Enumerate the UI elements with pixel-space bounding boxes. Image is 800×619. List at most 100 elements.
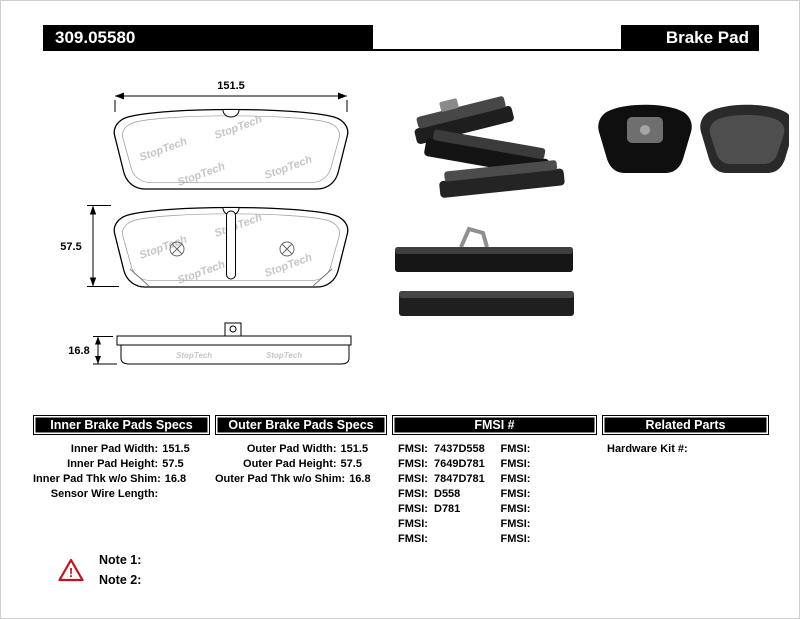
fmsi-label: FMSI: <box>398 518 428 530</box>
spec-row: Inner Pad Height: 57.5 <box>33 457 210 472</box>
fmsi-body: FMSI: 7437D558 FMSI: FMSI: 7649D781 FMSI: … <box>392 435 597 547</box>
spec-label: Outer Pad Thk w/o Shim: <box>215 473 346 485</box>
spec-value: 16.8 <box>349 473 371 485</box>
inner-specs-header: Inner Brake Pads Specs <box>33 415 210 435</box>
fmsi-label: FMSI: <box>398 503 428 515</box>
fmsi-value: 7437D558 <box>434 443 485 455</box>
fmsi-row: FMSI: D781 FMSI: <box>392 502 597 517</box>
spec-row: Outer Pad Height: 57.5 <box>215 457 387 472</box>
related-parts-body: Hardware Kit #: <box>602 435 769 457</box>
spec-label: Inner Pad Width: <box>70 443 159 455</box>
fmsi-row: FMSI: 7437D558 FMSI: <box>392 442 597 457</box>
notes-section: ! Note 1: Note 2: <box>58 550 141 590</box>
related-part-row: Hardware Kit #: <box>602 442 769 457</box>
fmsi-label: FMSI: <box>500 473 531 485</box>
spec-row: Sensor Wire Length: <box>33 487 210 502</box>
svg-text:StopTech: StopTech <box>213 113 264 141</box>
spec-value: 57.5 <box>162 458 184 470</box>
svg-text:StopTech: StopTech <box>176 160 227 188</box>
svg-text:StopTech: StopTech <box>138 233 189 261</box>
warning-icon: ! <box>58 558 84 582</box>
svg-text:StopTech: StopTech <box>176 258 227 286</box>
outer-specs-header: Outer Brake Pads Specs <box>215 415 387 435</box>
spec-label: Sensor Wire Length: <box>50 488 159 500</box>
spec-label: Inner Pad Height: <box>67 458 159 470</box>
svg-text:!: ! <box>69 565 73 580</box>
friction-edge <box>120 344 350 365</box>
fmsi-label: FMSI: <box>398 443 428 455</box>
surface-marks <box>169 241 295 257</box>
product-photos <box>395 96 789 316</box>
svg-text:StopTech: StopTech <box>263 153 314 181</box>
svg-text:StopTech: StopTech <box>138 135 189 163</box>
fmsi-row: FMSI: FMSI: <box>392 532 597 547</box>
dimension-height <box>87 205 119 287</box>
fmsi-value: 7847D781 <box>434 473 485 485</box>
fmsi-label: FMSI: <box>398 533 428 545</box>
fmsi-row: FMSI: D558 FMSI: <box>392 487 597 502</box>
spec-value: 151.5 <box>162 443 190 455</box>
header-divider <box>43 49 759 51</box>
fmsi-label: FMSI: <box>500 458 531 470</box>
fmsi-row: FMSI: FMSI: <box>392 517 597 532</box>
outer-specs-table: Outer Brake Pads Specs Outer Pad Width: … <box>215 415 387 487</box>
pad-top-view: StopTech StopTech StopTech StopTech <box>113 108 349 190</box>
spec-row: Inner Pad Width: 151.5 <box>33 442 210 457</box>
fmsi-label: FMSI: <box>500 503 531 515</box>
spec-row: Outer Pad Thk w/o Shim: 16.8 <box>215 472 387 487</box>
dim-thickness-label: 16.8 <box>68 345 89 357</box>
spec-label: Outer Pad Width: <box>246 443 337 455</box>
related-part-label: Hardware Kit #: <box>607 443 688 455</box>
watermark-group: StopTech StopTech StopTech StopTech <box>138 113 314 188</box>
dimension-thickness <box>93 336 117 365</box>
dim-width-label: 151.5 <box>217 80 245 92</box>
spec-label: Outer Pad Height: <box>243 458 337 470</box>
note-lines: Note 1: Note 2: <box>99 550 141 590</box>
wear-sensor-clip <box>459 226 489 248</box>
spec-label: Inner Pad Thk w/o Shim: <box>33 473 161 485</box>
top-notch <box>222 109 240 118</box>
fmsi-label: FMSI: <box>500 443 531 455</box>
inner-specs-table: Inner Brake Pads Specs Inner Pad Width: … <box>33 415 210 502</box>
svg-text:StopTech: StopTech <box>213 211 264 239</box>
fmsi-value: D558 <box>434 488 461 500</box>
fmsi-label: FMSI: <box>398 473 428 485</box>
pad-side-view: StopTech StopTech <box>116 322 352 365</box>
pad-face-view: StopTech StopTech StopTech StopTech <box>113 206 349 288</box>
technical-drawing: 151.5 StopTech StopTech StopTech StopTec… <box>60 80 352 365</box>
product-photo-edge-view <box>395 226 574 316</box>
fmsi-value: 7649D781 <box>434 458 485 470</box>
fmsi-row: FMSI: 7847D781 FMSI: <box>392 472 597 487</box>
outer-specs-body: Outer Pad Width: 151.5 Outer Pad Height:… <box>215 435 387 487</box>
product-photo-loose-pads <box>414 96 565 198</box>
svg-text:StopTech: StopTech <box>266 351 302 360</box>
related-parts-table: Related Parts Hardware Kit #: <box>602 415 769 457</box>
spec-row: Outer Pad Width: 151.5 <box>215 442 387 457</box>
spec-value: 16.8 <box>164 473 187 485</box>
svg-text:StopTech: StopTech <box>176 351 212 360</box>
fmsi-label: FMSI: <box>398 458 428 470</box>
dim-height-label: 57.5 <box>60 241 81 253</box>
backing-plate-edge <box>116 335 352 346</box>
fmsi-label: FMSI: <box>398 488 428 500</box>
fmsi-label: FMSI: <box>500 518 531 530</box>
fmsi-label: FMSI: <box>500 533 531 545</box>
note-2-label: Note 2: <box>99 573 142 587</box>
part-number: 309.05580 <box>43 25 373 51</box>
spec-row: Inner Pad Thk w/o Shim: 16.8 <box>33 472 210 487</box>
fmsi-table: FMSI # FMSI: 7437D558 FMSI: FMSI: 7649D781… <box>392 415 597 547</box>
note-1-label: Note 1: <box>99 553 142 567</box>
related-parts-header: Related Parts <box>602 415 769 435</box>
sensor-bracket <box>224 322 242 337</box>
center-slot <box>226 210 236 280</box>
fmsi-label: FMSI: <box>500 488 531 500</box>
dimension-width <box>114 92 348 112</box>
product-photo-backing-plates <box>598 104 789 173</box>
fmsi-value: D781 <box>434 503 461 515</box>
fmsi-header: FMSI # <box>392 415 597 435</box>
product-name: Brake Pad <box>621 25 759 51</box>
spec-value: 151.5 <box>340 443 369 455</box>
fmsi-row: FMSI: 7649D781 FMSI: <box>392 457 597 472</box>
inner-specs-body: Inner Pad Width: 151.5 Inner Pad Height:… <box>33 435 210 502</box>
